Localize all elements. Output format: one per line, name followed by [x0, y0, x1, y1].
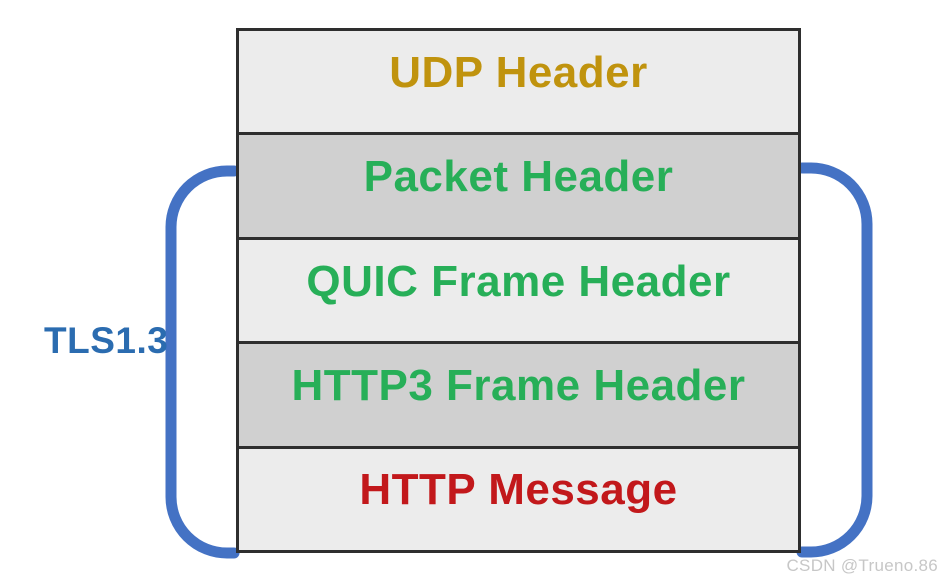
layer-udp-header: UDP Header — [239, 31, 798, 136]
tls-label: TLS1.3 — [44, 320, 169, 361]
layer-label-http3-frame-header: HTTP3 Frame Header — [291, 360, 746, 410]
layer-quic-frame-header: QUIC Frame Header — [239, 239, 798, 345]
layer-http3-frame-header: HTTP3 Frame Header — [239, 344, 798, 449]
left-bracket — [165, 165, 240, 559]
layer-label-quic-frame-header: QUIC Frame Header — [306, 256, 731, 306]
right-bracket — [796, 162, 873, 558]
layer-packet-header: Packet Header — [239, 135, 798, 240]
layer-label-udp-header: UDP Header — [389, 47, 648, 97]
watermark: CSDN @Trueno.86 — [786, 556, 938, 575]
layer-http-message: HTTP Message — [239, 448, 798, 551]
protocol-stack: UDP Header Packet Header QUIC Frame Head… — [236, 28, 801, 553]
layer-label-packet-header: Packet Header — [363, 152, 674, 202]
layer-label-http-message: HTTP Message — [359, 465, 678, 515]
